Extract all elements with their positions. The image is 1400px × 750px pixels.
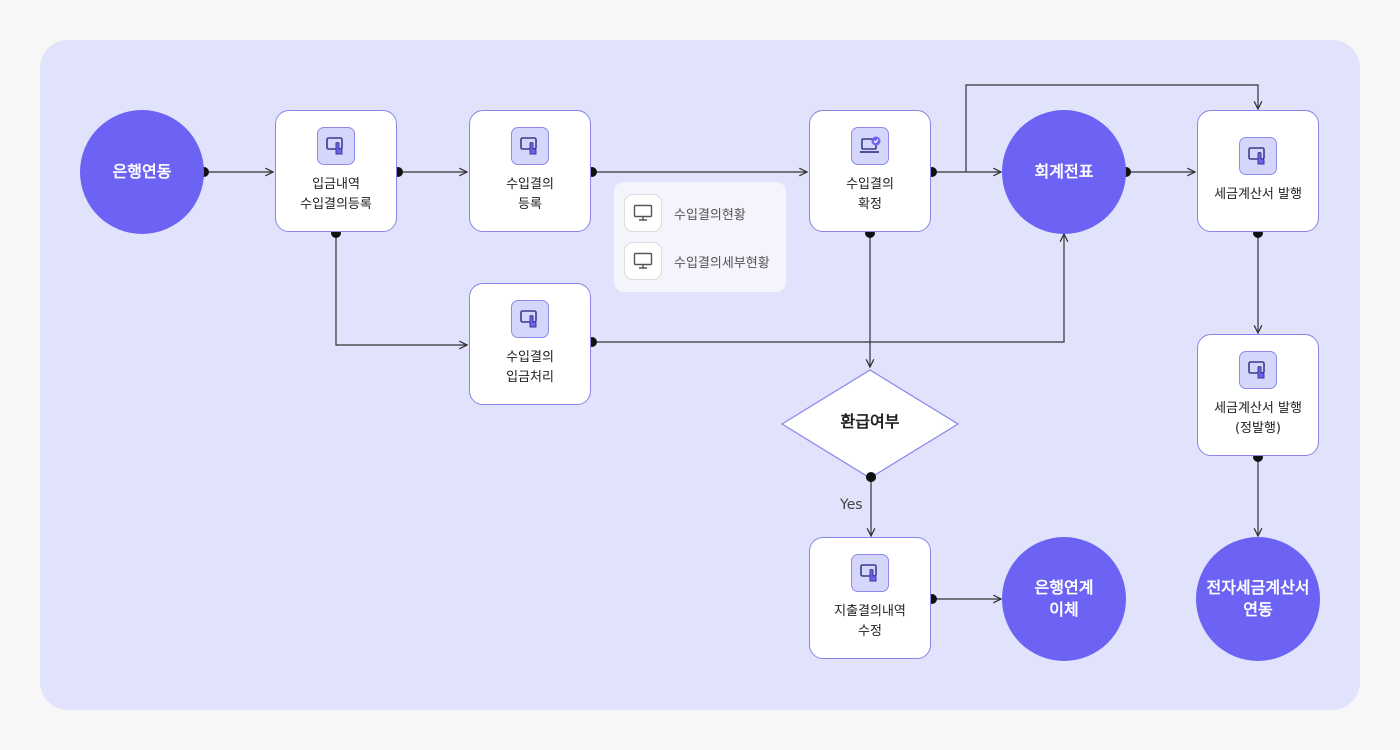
edge-confirm-to-invoice-top (965, 84, 1258, 172)
node-label: 입금내역 수입결의등록 (300, 177, 372, 212)
node-tax-invoice-reissue[interactable]: 세금계산서 발행 (정발행) (1197, 334, 1319, 456)
node-accounting-slip[interactable]: 회계전표 (1002, 110, 1126, 234)
status-legend: 수입결의현황 수입결의세부현황 (614, 182, 786, 292)
touch-screen-icon (851, 554, 889, 592)
node-expense-edit[interactable]: 지출결의내역 수정 (809, 537, 931, 659)
legend-item-status[interactable]: 수입결의현황 (624, 194, 746, 232)
node-income-register[interactable]: 수입결의 등록 (469, 110, 591, 232)
node-label: 수입결의 입금처리 (506, 350, 554, 385)
node-e-tax-invoice[interactable]: 전자세금계산서 연동 (1196, 537, 1320, 661)
yes-label: Yes (840, 497, 863, 513)
node-label: 지출결의내역 수정 (834, 604, 906, 639)
node-label: 세금계산서 발행 (정발행) (1214, 401, 1302, 436)
node-bank-transfer[interactable]: 은행연계 이체 (1002, 537, 1126, 661)
legend-label: 수입결의현황 (674, 207, 746, 223)
touch-screen-icon (317, 127, 355, 165)
node-income-confirm[interactable]: 수입결의 확정 (809, 110, 931, 232)
touch-screen-icon (511, 300, 549, 338)
legend-label: 수입결의세부현황 (674, 255, 770, 271)
node-bank-link[interactable]: 은행연동 (80, 110, 204, 234)
edge-deposit-to-income-deposit (335, 233, 467, 345)
node-label: 수입결의 등록 (506, 177, 554, 212)
node-deposit-register[interactable]: 입금내역 수입결의등록 (275, 110, 397, 232)
node-label: 세금계산서 발행 (1214, 187, 1302, 202)
laptop-check-icon (851, 127, 889, 165)
diagram-panel (40, 40, 1360, 710)
touch-screen-icon (511, 127, 549, 165)
monitor-icon (624, 194, 662, 232)
edge-income-deposit-to-slip (592, 234, 1064, 343)
node-tax-invoice-issue[interactable]: 세금계산서 발행 (1197, 110, 1319, 232)
node-income-deposit[interactable]: 수입결의 입금처리 (469, 283, 591, 405)
monitor-icon (624, 242, 662, 280)
touch-screen-icon (1239, 351, 1277, 389)
legend-item-detail-status[interactable]: 수입결의세부현황 (624, 242, 770, 280)
node-label: 수입결의 확정 (846, 177, 894, 212)
touch-screen-icon (1239, 137, 1277, 175)
refund-decision-label: 환급여부 (840, 412, 900, 431)
